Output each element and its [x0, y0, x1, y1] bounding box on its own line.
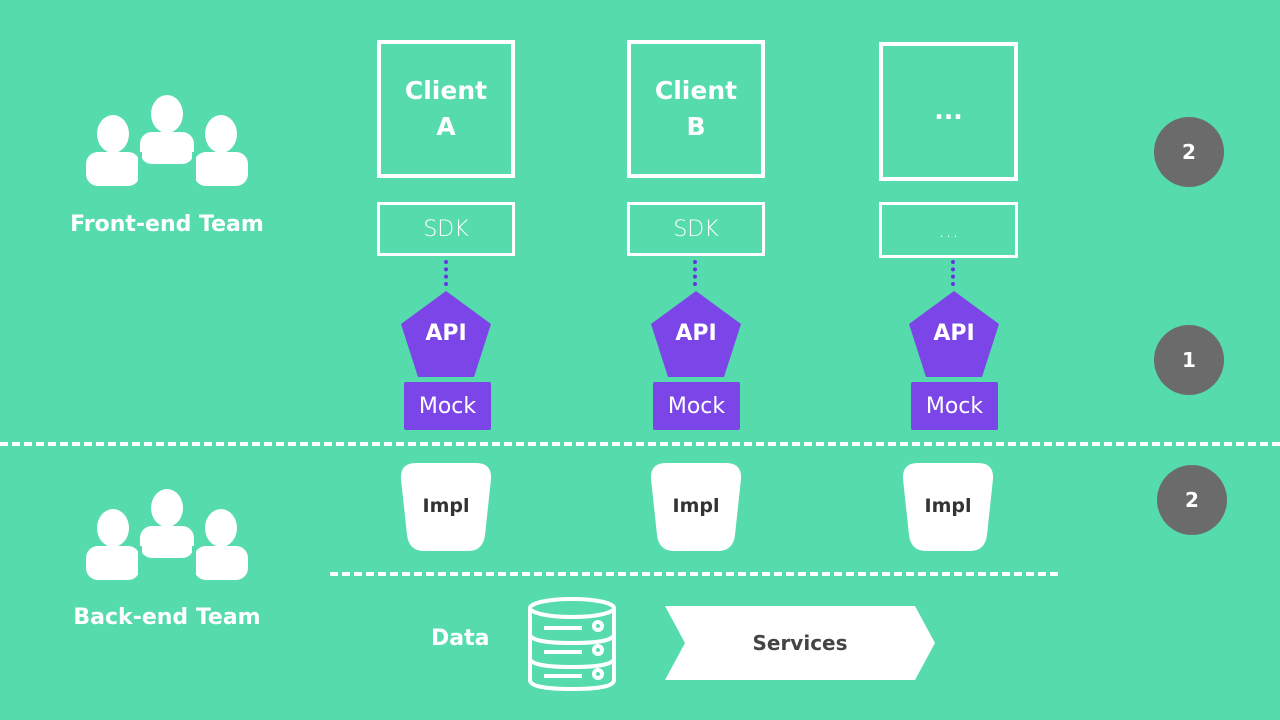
chevron-arrow-icon — [665, 606, 935, 680]
impl-data-divider — [330, 572, 1058, 576]
data-label: Data — [431, 626, 490, 651]
impl-b: Impl — [650, 463, 742, 551]
client-more-api-label: API — [933, 321, 975, 346]
client-a-api-label: API — [425, 321, 467, 346]
client-a-mock: Mock — [404, 382, 491, 430]
client-b-box: Client B — [627, 40, 765, 178]
back-end-team-icon — [84, 486, 250, 586]
client-b-api-label: API — [675, 321, 717, 346]
client-more-mock: Mock — [911, 382, 998, 430]
front-end-team-icon — [84, 92, 250, 192]
client-more-box: ... — [879, 42, 1018, 181]
client-a-box: Client A — [377, 40, 515, 178]
impl-more-label: Impl — [924, 495, 972, 517]
badge-impl: 2 — [1157, 465, 1227, 535]
database-icon — [526, 596, 618, 696]
client-more-sdk-box: ... — [879, 202, 1018, 258]
client-a-sdk-box: SDK — [377, 202, 515, 256]
impl-shape-icon — [902, 463, 994, 551]
impl-shape-icon — [650, 463, 742, 551]
client-b-api: API — [651, 291, 741, 377]
impl-more: Impl — [902, 463, 994, 551]
services-label: Services — [752, 631, 848, 655]
back-end-team-label: Back-end Team — [73, 605, 261, 630]
pentagon-icon — [909, 291, 999, 377]
front-end-team-label: Front-end Team — [70, 212, 264, 237]
client-a-api: API — [401, 291, 491, 377]
client-b-mock: Mock — [653, 382, 740, 430]
client-more-api: API — [909, 291, 999, 377]
client-b-sdk-box: SDK — [627, 202, 765, 256]
impl-a: Impl — [400, 463, 492, 551]
services-arrow: Services — [665, 606, 935, 680]
impl-a-label: Impl — [422, 495, 470, 517]
client-more-connector — [951, 260, 959, 286]
badge-clients: 2 — [1154, 117, 1224, 187]
front-back-divider — [0, 442, 1280, 446]
pentagon-icon — [401, 291, 491, 377]
badge-api-mock: 1 — [1154, 325, 1224, 395]
impl-b-label: Impl — [672, 495, 720, 517]
impl-shape-icon — [400, 463, 492, 551]
client-a-connector — [444, 260, 452, 286]
pentagon-icon — [651, 291, 741, 377]
client-b-connector — [693, 260, 701, 286]
